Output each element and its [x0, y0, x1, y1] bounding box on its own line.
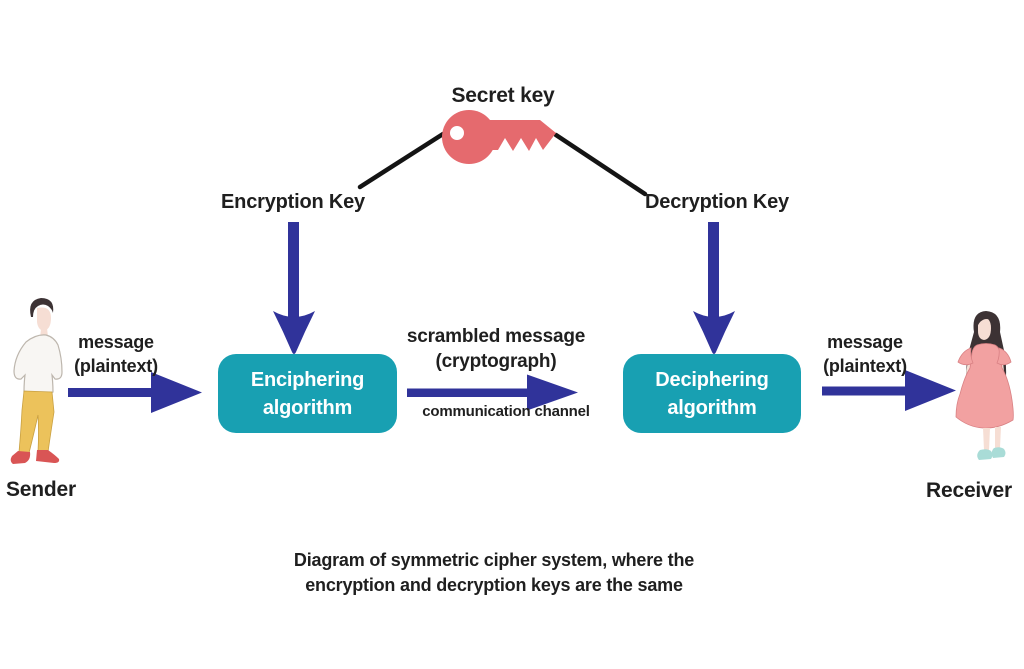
key-icon — [442, 110, 556, 164]
deciphering-line1: Deciphering — [655, 368, 769, 391]
receiver-arrow — [822, 370, 956, 411]
receiver-figure — [955, 311, 1014, 460]
caption: Diagram of symmetric cipher system, wher… — [272, 548, 716, 598]
encryption-down-arrow — [273, 222, 315, 354]
receiver-arrow-shaft — [822, 386, 908, 396]
encryption-arrow-head — [273, 311, 315, 354]
sender-hair — [30, 298, 54, 317]
deciphering-box — [623, 354, 801, 433]
enciphering-line1: Enciphering — [250, 368, 365, 391]
sender-face — [37, 307, 51, 331]
sender-message-label: message (plaintext) — [56, 331, 176, 379]
key-to-decryption-line — [553, 132, 648, 197]
sender-arrow-head — [151, 372, 202, 413]
communication-channel-label: communication channel — [422, 403, 590, 420]
encryption-key-label: Encryption Key — [221, 191, 365, 213]
enciphering-line2: algorithm — [262, 396, 353, 419]
channel-arrow-head — [527, 374, 578, 411]
encryption-arrow-shaft — [288, 222, 299, 319]
scrambled-line1: scrambled message — [406, 326, 586, 347]
decryption-key-label: Decryption Key — [645, 191, 789, 213]
receiver-shoe-right — [991, 447, 1006, 458]
scrambled-message-label: scrambled message (cryptograph) — [386, 324, 606, 374]
sender-shoe-right — [36, 450, 60, 463]
deciphering-line2: algorithm — [667, 396, 757, 419]
receiver-sleeve-right — [996, 347, 1012, 366]
enciphering-box-label: Enciphering algorithm — [218, 354, 397, 433]
receiver-face — [978, 316, 991, 340]
decryption-down-arrow — [693, 222, 735, 354]
sender-pants — [18, 390, 55, 454]
key-shaft — [469, 120, 556, 151]
receiver-leg-right — [995, 427, 1001, 448]
receiver-shoe-left — [977, 449, 993, 460]
receiver-message-line1: message — [827, 332, 903, 352]
sender-name-label: Sender — [6, 478, 76, 501]
receiver-dress — [955, 343, 1014, 429]
deciphering-box-label: Deciphering algorithm — [623, 354, 801, 433]
sender-shoe-left — [10, 451, 31, 464]
receiver-hair-front — [973, 312, 1000, 332]
caption-line1: Diagram of symmetric cipher system, wher… — [293, 550, 695, 570]
key-hole — [450, 126, 464, 140]
decryption-arrow-head — [693, 311, 735, 354]
decryption-arrow-shaft — [708, 222, 719, 319]
key-to-encryption-line — [357, 131, 446, 190]
caption-line2: encryption and decryption keys are the s… — [305, 575, 683, 595]
sender-arrow-shaft — [68, 388, 154, 397]
secret-key-label: Secret key — [451, 84, 555, 107]
receiver-sleeve-left — [957, 347, 974, 366]
receiver-message-line2: (plaintext) — [823, 355, 907, 376]
channel-arrow — [407, 374, 578, 411]
sender-figure — [10, 298, 63, 464]
sender-shirt — [13, 334, 63, 396]
sender-arrow — [68, 372, 202, 413]
receiver-name-label: Receiver — [926, 479, 1012, 502]
receiver-leg-left — [983, 428, 990, 450]
enciphering-box — [218, 354, 397, 433]
scrambled-line2: (cryptograph) — [435, 351, 557, 373]
sender-message-line2: (plaintext) — [74, 355, 158, 376]
channel-arrow-shaft — [407, 388, 529, 397]
receiver-arrow-head — [905, 370, 956, 411]
sender-message-line1: message — [78, 332, 154, 352]
receiver-message-label: message (plaintext) — [805, 331, 925, 379]
